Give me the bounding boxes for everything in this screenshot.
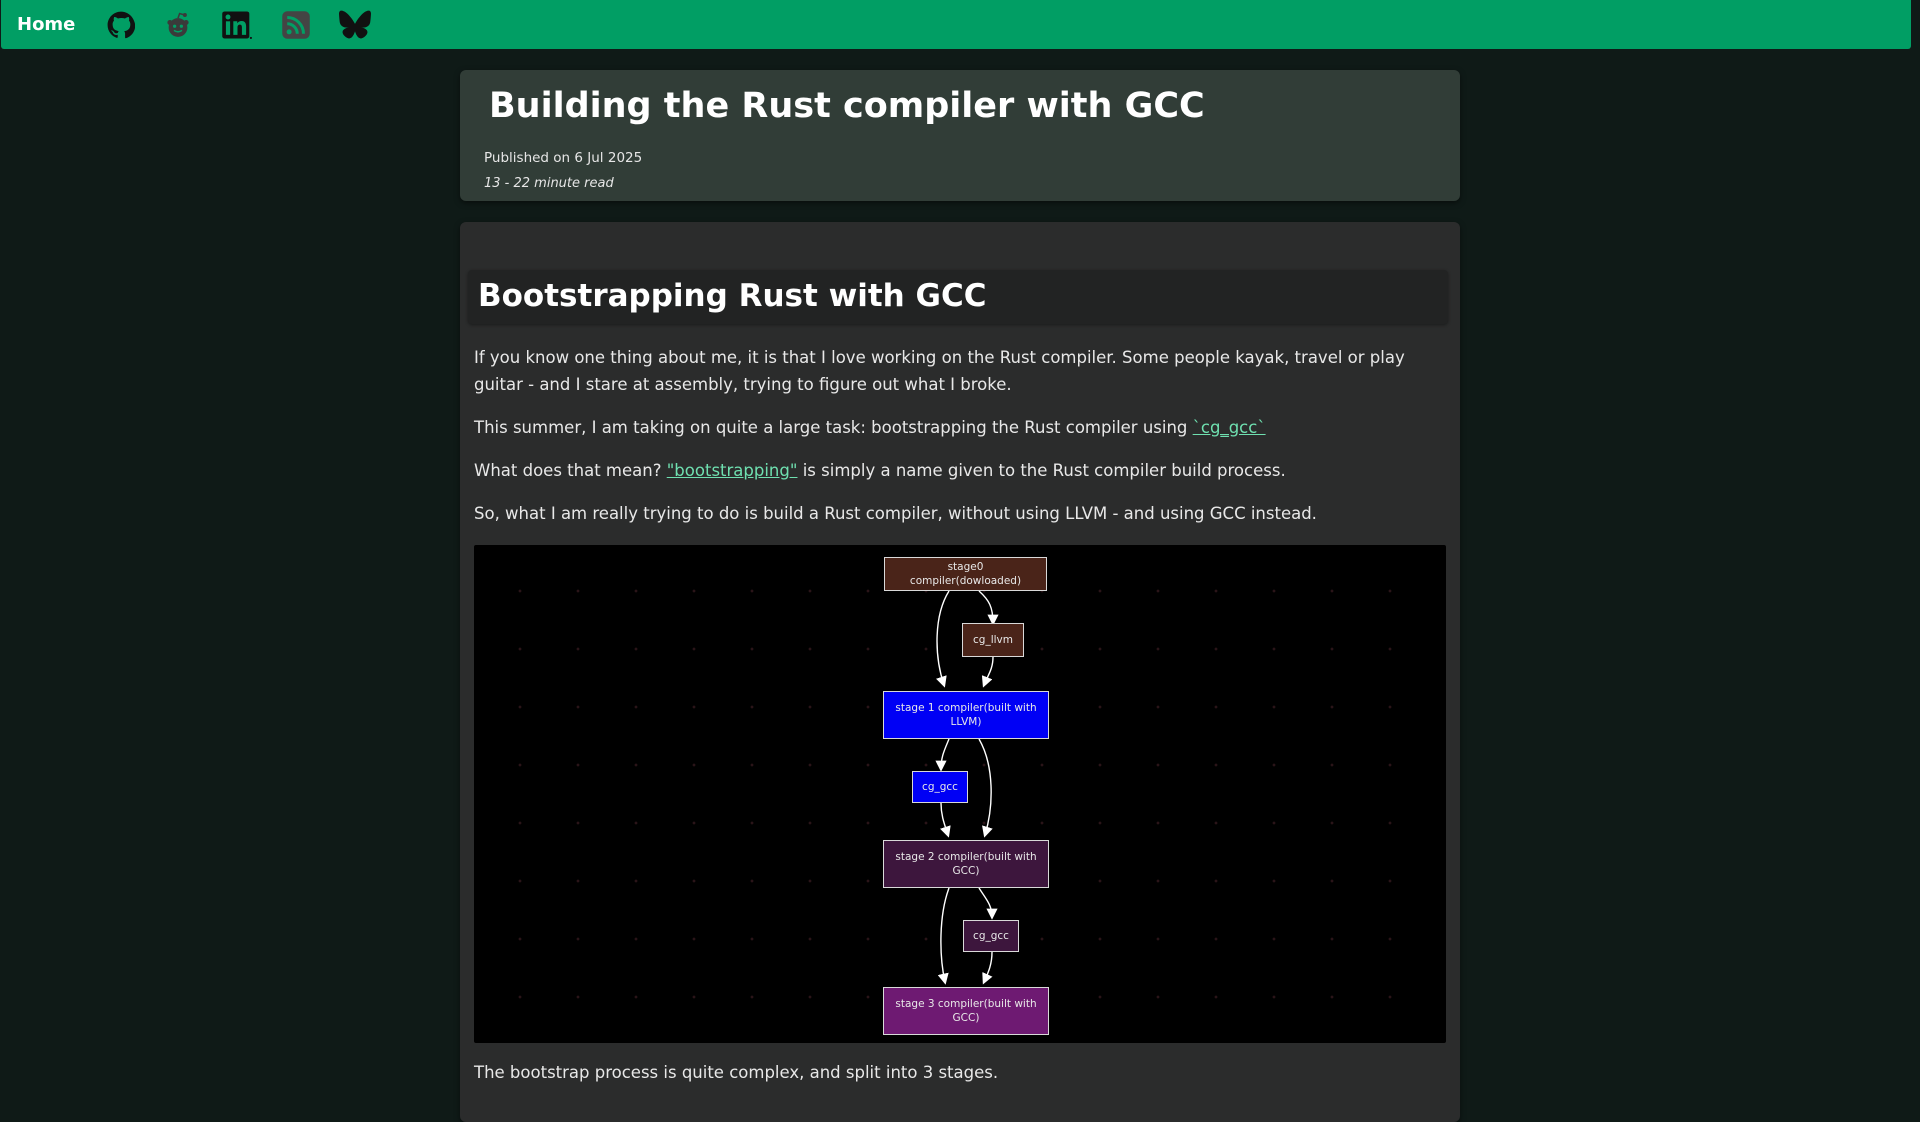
paragraph-2-text: This summer, I am taking on quite a larg…: [474, 418, 1193, 437]
section-heading: Bootstrapping Rust with GCC: [478, 278, 987, 314]
edge-stage0-cg-llvm: [978, 590, 999, 626]
edge-stage0-stage1: [936, 590, 950, 688]
bluesky-icon[interactable]: [339, 10, 372, 40]
top-navbar: Home: [1, 0, 1911, 49]
diagram-edges: [935, 590, 999, 985]
bootstrap-diagram: stage0 compiler(dowloaded) cg_llvm stage…: [474, 545, 1446, 1043]
published-date: Published on 6 Jul 2025: [484, 150, 643, 166]
reddit-icon[interactable]: [163, 10, 193, 40]
paragraph-1: If you know one thing about me, it is th…: [474, 348, 1405, 394]
post-header-card: Building the Rust compiler with GCC Publ…: [460, 70, 1460, 201]
paragraph-5: The bootstrap process is quite complex, …: [474, 1063, 999, 1082]
node-cg-gcc-1: cg_gcc: [912, 771, 968, 803]
rss-icon[interactable]: [281, 10, 311, 40]
paragraph-3: What does that mean? "bootstrapping" is …: [474, 457, 1449, 484]
read-time: 13 - 22 minute read: [484, 176, 614, 191]
paragraph-3-text-before: What does that mean?: [474, 461, 667, 480]
edge-stage1-cg-gcc-1: [935, 738, 950, 772]
github-icon[interactable]: [107, 11, 136, 39]
node-stage1: stage 1 compiler(built with LLVM): [883, 691, 1049, 739]
home-link[interactable]: Home: [17, 14, 76, 35]
node-stage3: stage 3 compiler(built with GCC): [883, 987, 1049, 1035]
edge-stage2-stage3: [937, 887, 950, 985]
linkedin-icon[interactable]: [221, 10, 253, 40]
edge-cg-gcc-2-stage3: [982, 951, 993, 985]
node-stage2: stage 2 compiler(built with GCC): [883, 840, 1049, 888]
paragraph-2: This summer, I am taking on quite a larg…: [474, 414, 1449, 441]
edge-stage1-stage2: [978, 738, 993, 838]
bootstrapping-link[interactable]: "bootstrapping": [666, 461, 798, 480]
edge-cg-llvm-stage1: [981, 656, 994, 688]
node-cg-llvm: cg_llvm: [962, 623, 1024, 657]
edge-cg-gcc-1-stage2: [940, 802, 951, 838]
cg-gcc-link[interactable]: `cg_gcc`: [1192, 418, 1266, 437]
section-heading-box: Bootstrapping Rust with GCC: [468, 270, 1448, 324]
paragraph-4: So, what I am really trying to do is bui…: [474, 504, 1317, 523]
node-stage0: stage0 compiler(dowloaded): [884, 557, 1047, 591]
edge-stage2-cg-gcc-2: [978, 887, 998, 920]
node-cg-gcc-2: cg_gcc: [963, 920, 1019, 952]
post-content-card: Bootstrapping Rust with GCC If you know …: [460, 222, 1460, 1122]
paragraph-3-text-after: is simply a name given to the Rust compi…: [797, 461, 1286, 480]
post-title: Building the Rust compiler with GCC: [489, 86, 1205, 126]
